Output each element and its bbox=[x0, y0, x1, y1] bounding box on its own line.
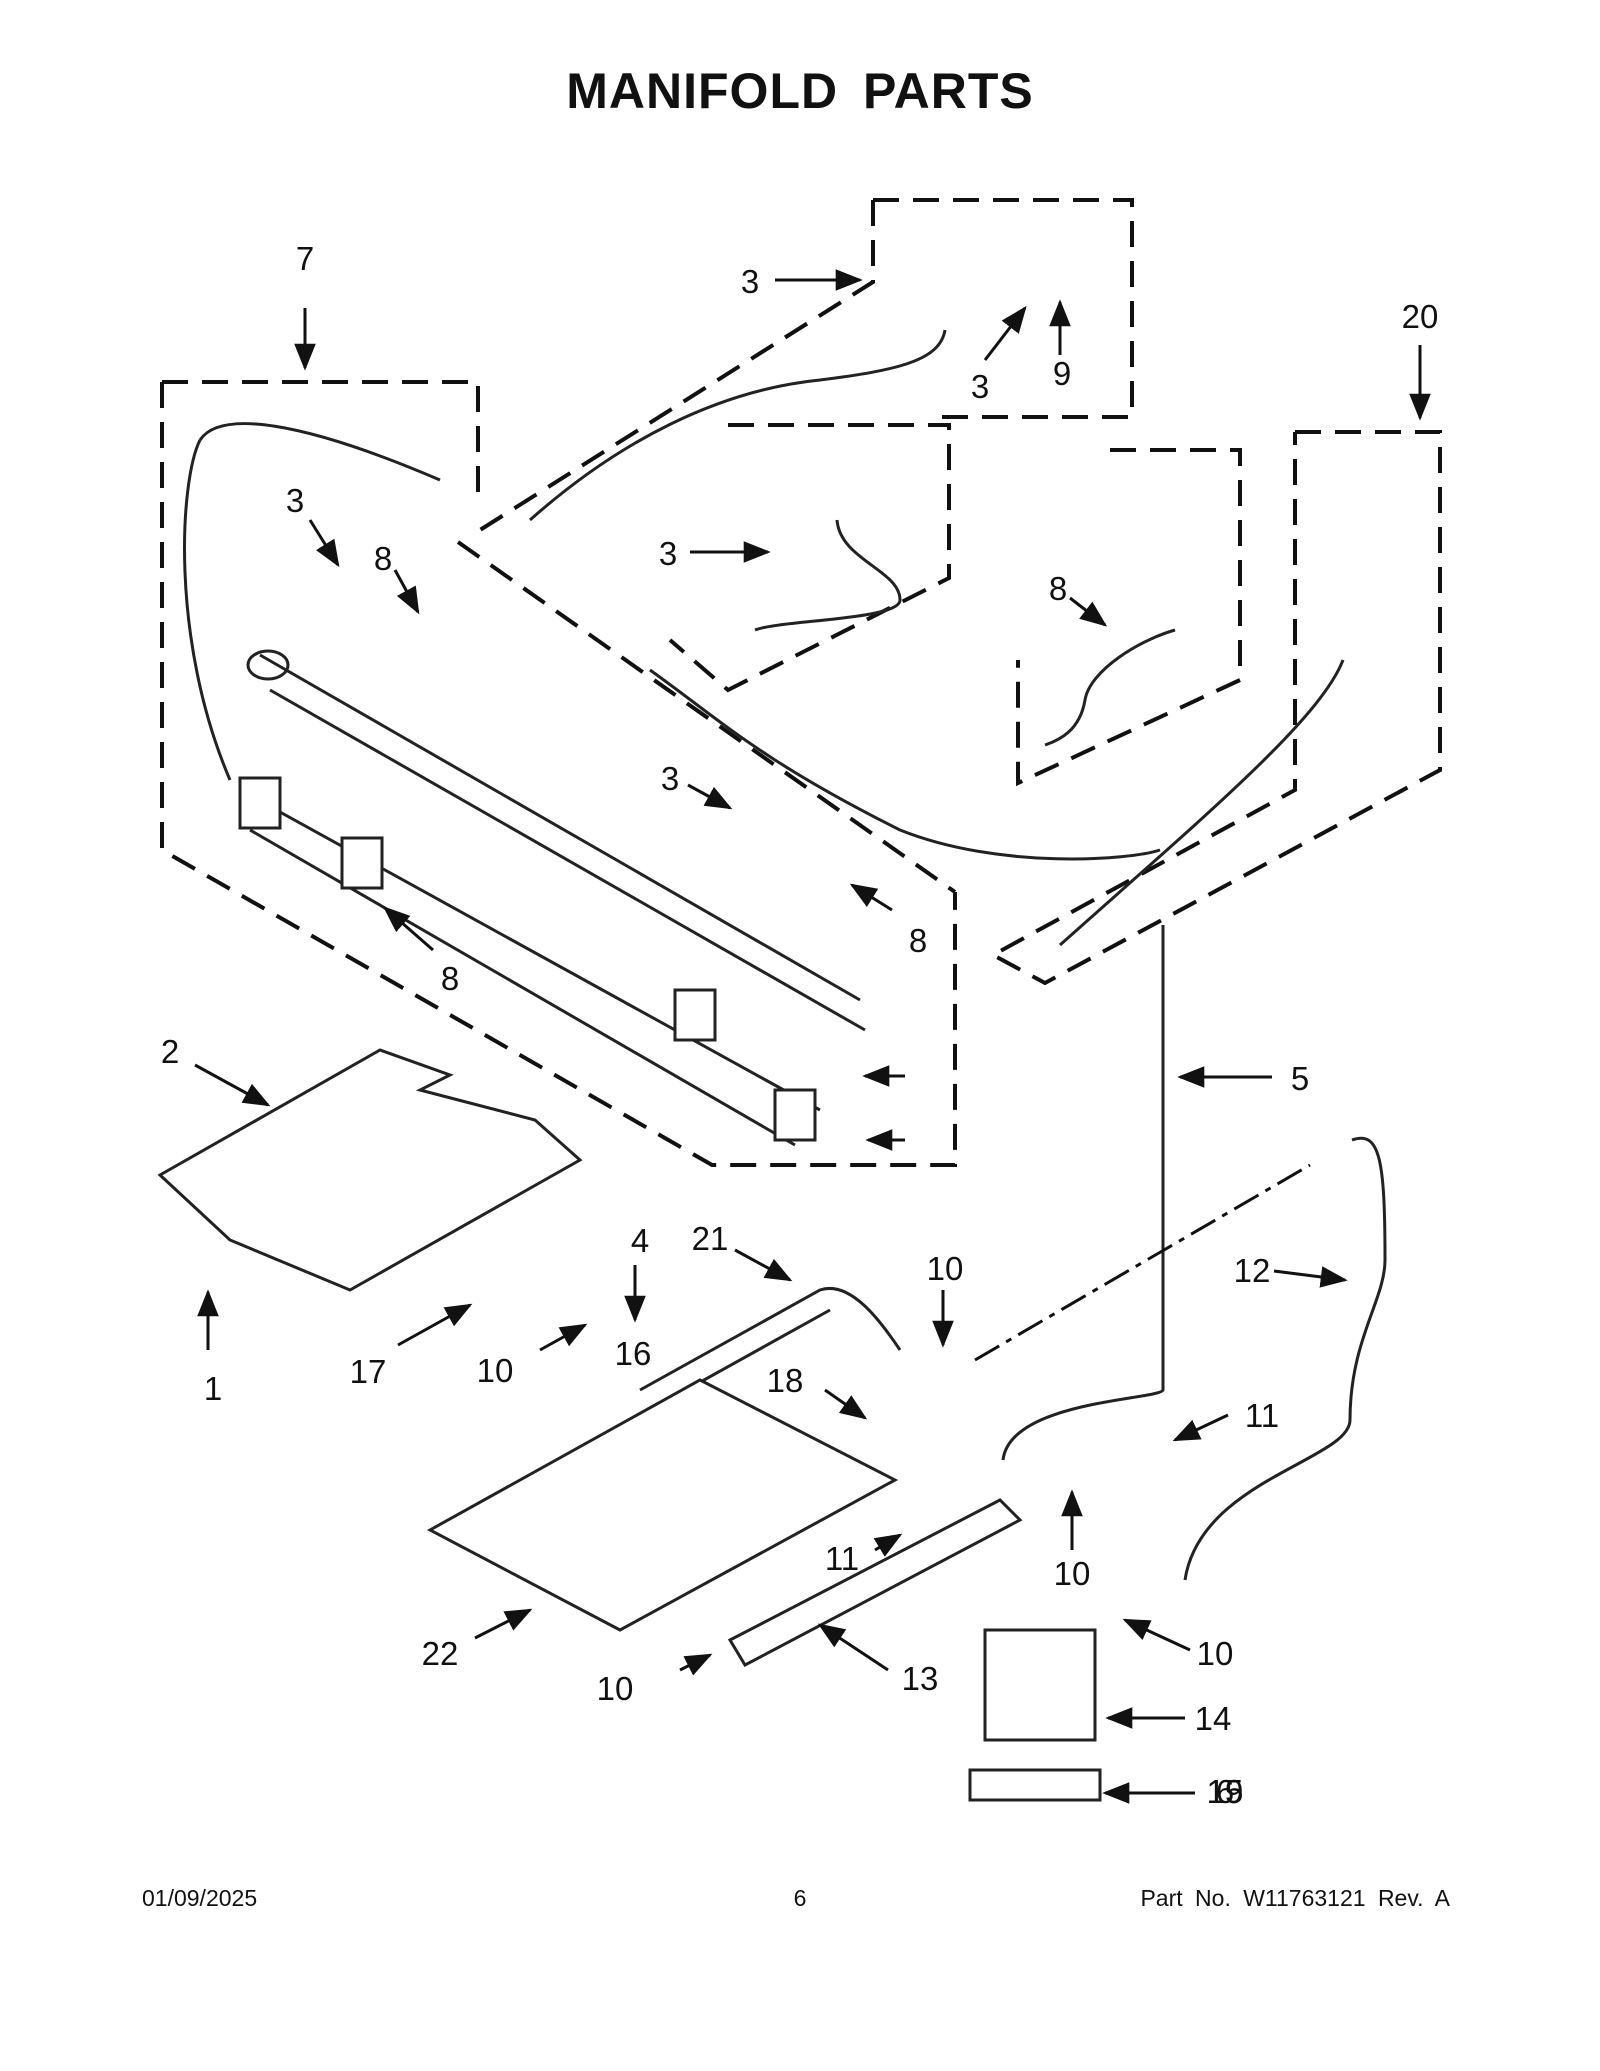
callout-number: 10 bbox=[927, 1250, 964, 1287]
callout-number: 2 bbox=[161, 1033, 179, 1070]
callout-number: 18 bbox=[767, 1362, 804, 1399]
callout-number: 1 bbox=[204, 1370, 222, 1407]
brackets bbox=[238, 776, 817, 1142]
bake-burner-14 bbox=[727, 1498, 1023, 1667]
callout-number: 20 bbox=[1402, 298, 1439, 335]
callout-number: 8 bbox=[374, 540, 392, 577]
callout-number: 3 bbox=[661, 760, 679, 797]
leader-arrows bbox=[194, 269, 1431, 1804]
broil-plate-13 bbox=[426, 1378, 899, 1632]
gas-tubes bbox=[529, 329, 1387, 1581]
callout-number: 3 bbox=[741, 263, 759, 300]
callout-number: 7 bbox=[296, 240, 314, 277]
callout-number: 11 bbox=[825, 1540, 859, 1577]
callout-number: 13 bbox=[902, 1660, 939, 1697]
callout-number: 12 bbox=[1234, 1252, 1271, 1289]
footer-part-number: Part No. W11763121 Rev. A bbox=[1140, 1885, 1450, 1911]
callout-number: 10 bbox=[1197, 1635, 1234, 1672]
callout-number: 11 bbox=[1245, 1397, 1279, 1434]
callout-number: 21 bbox=[692, 1220, 729, 1257]
footer-page-number: 6 bbox=[793, 1885, 807, 1911]
footer-date: 01/09/2025 bbox=[142, 1885, 258, 1911]
callout-number: 5 bbox=[1291, 1060, 1309, 1097]
callout-number: 17 bbox=[350, 1353, 387, 1390]
heat-shield-plate bbox=[157, 1048, 583, 1292]
callout-number: 10 bbox=[597, 1670, 634, 1707]
callout-number: 3 bbox=[286, 482, 304, 519]
callout-number: 8 bbox=[1049, 570, 1067, 607]
alignment-lines bbox=[974, 1163, 1311, 1362]
callout-number: 3 bbox=[971, 368, 989, 405]
callout-number: 19 bbox=[1207, 1773, 1244, 1810]
callout-number: 8 bbox=[441, 960, 459, 997]
gas-valve-15 bbox=[968, 1628, 1102, 1802]
page-title: MANIFOLD PARTS bbox=[566, 63, 1034, 119]
callout-number: 14 bbox=[1195, 1700, 1232, 1737]
callout-number: 16 bbox=[615, 1335, 652, 1372]
callout-number: 4 bbox=[631, 1222, 649, 1259]
group-box-7 bbox=[162, 380, 480, 495]
dashed-group-boxes bbox=[160, 198, 1442, 1167]
group-box-3-top bbox=[873, 198, 1134, 419]
callout-number: 10 bbox=[1054, 1555, 1091, 1592]
callout-number: 6 bbox=[1216, 1773, 1234, 1810]
callout-number: 3 bbox=[659, 535, 677, 572]
callout-number: 22 bbox=[422, 1635, 459, 1672]
callout-number: 8 bbox=[909, 922, 927, 959]
burner-manifold-tube bbox=[183, 422, 866, 1147]
callout-number: 15 bbox=[1207, 1773, 1244, 1810]
callout-number: 9 bbox=[1053, 355, 1071, 392]
callout-number: 10 bbox=[477, 1352, 514, 1389]
